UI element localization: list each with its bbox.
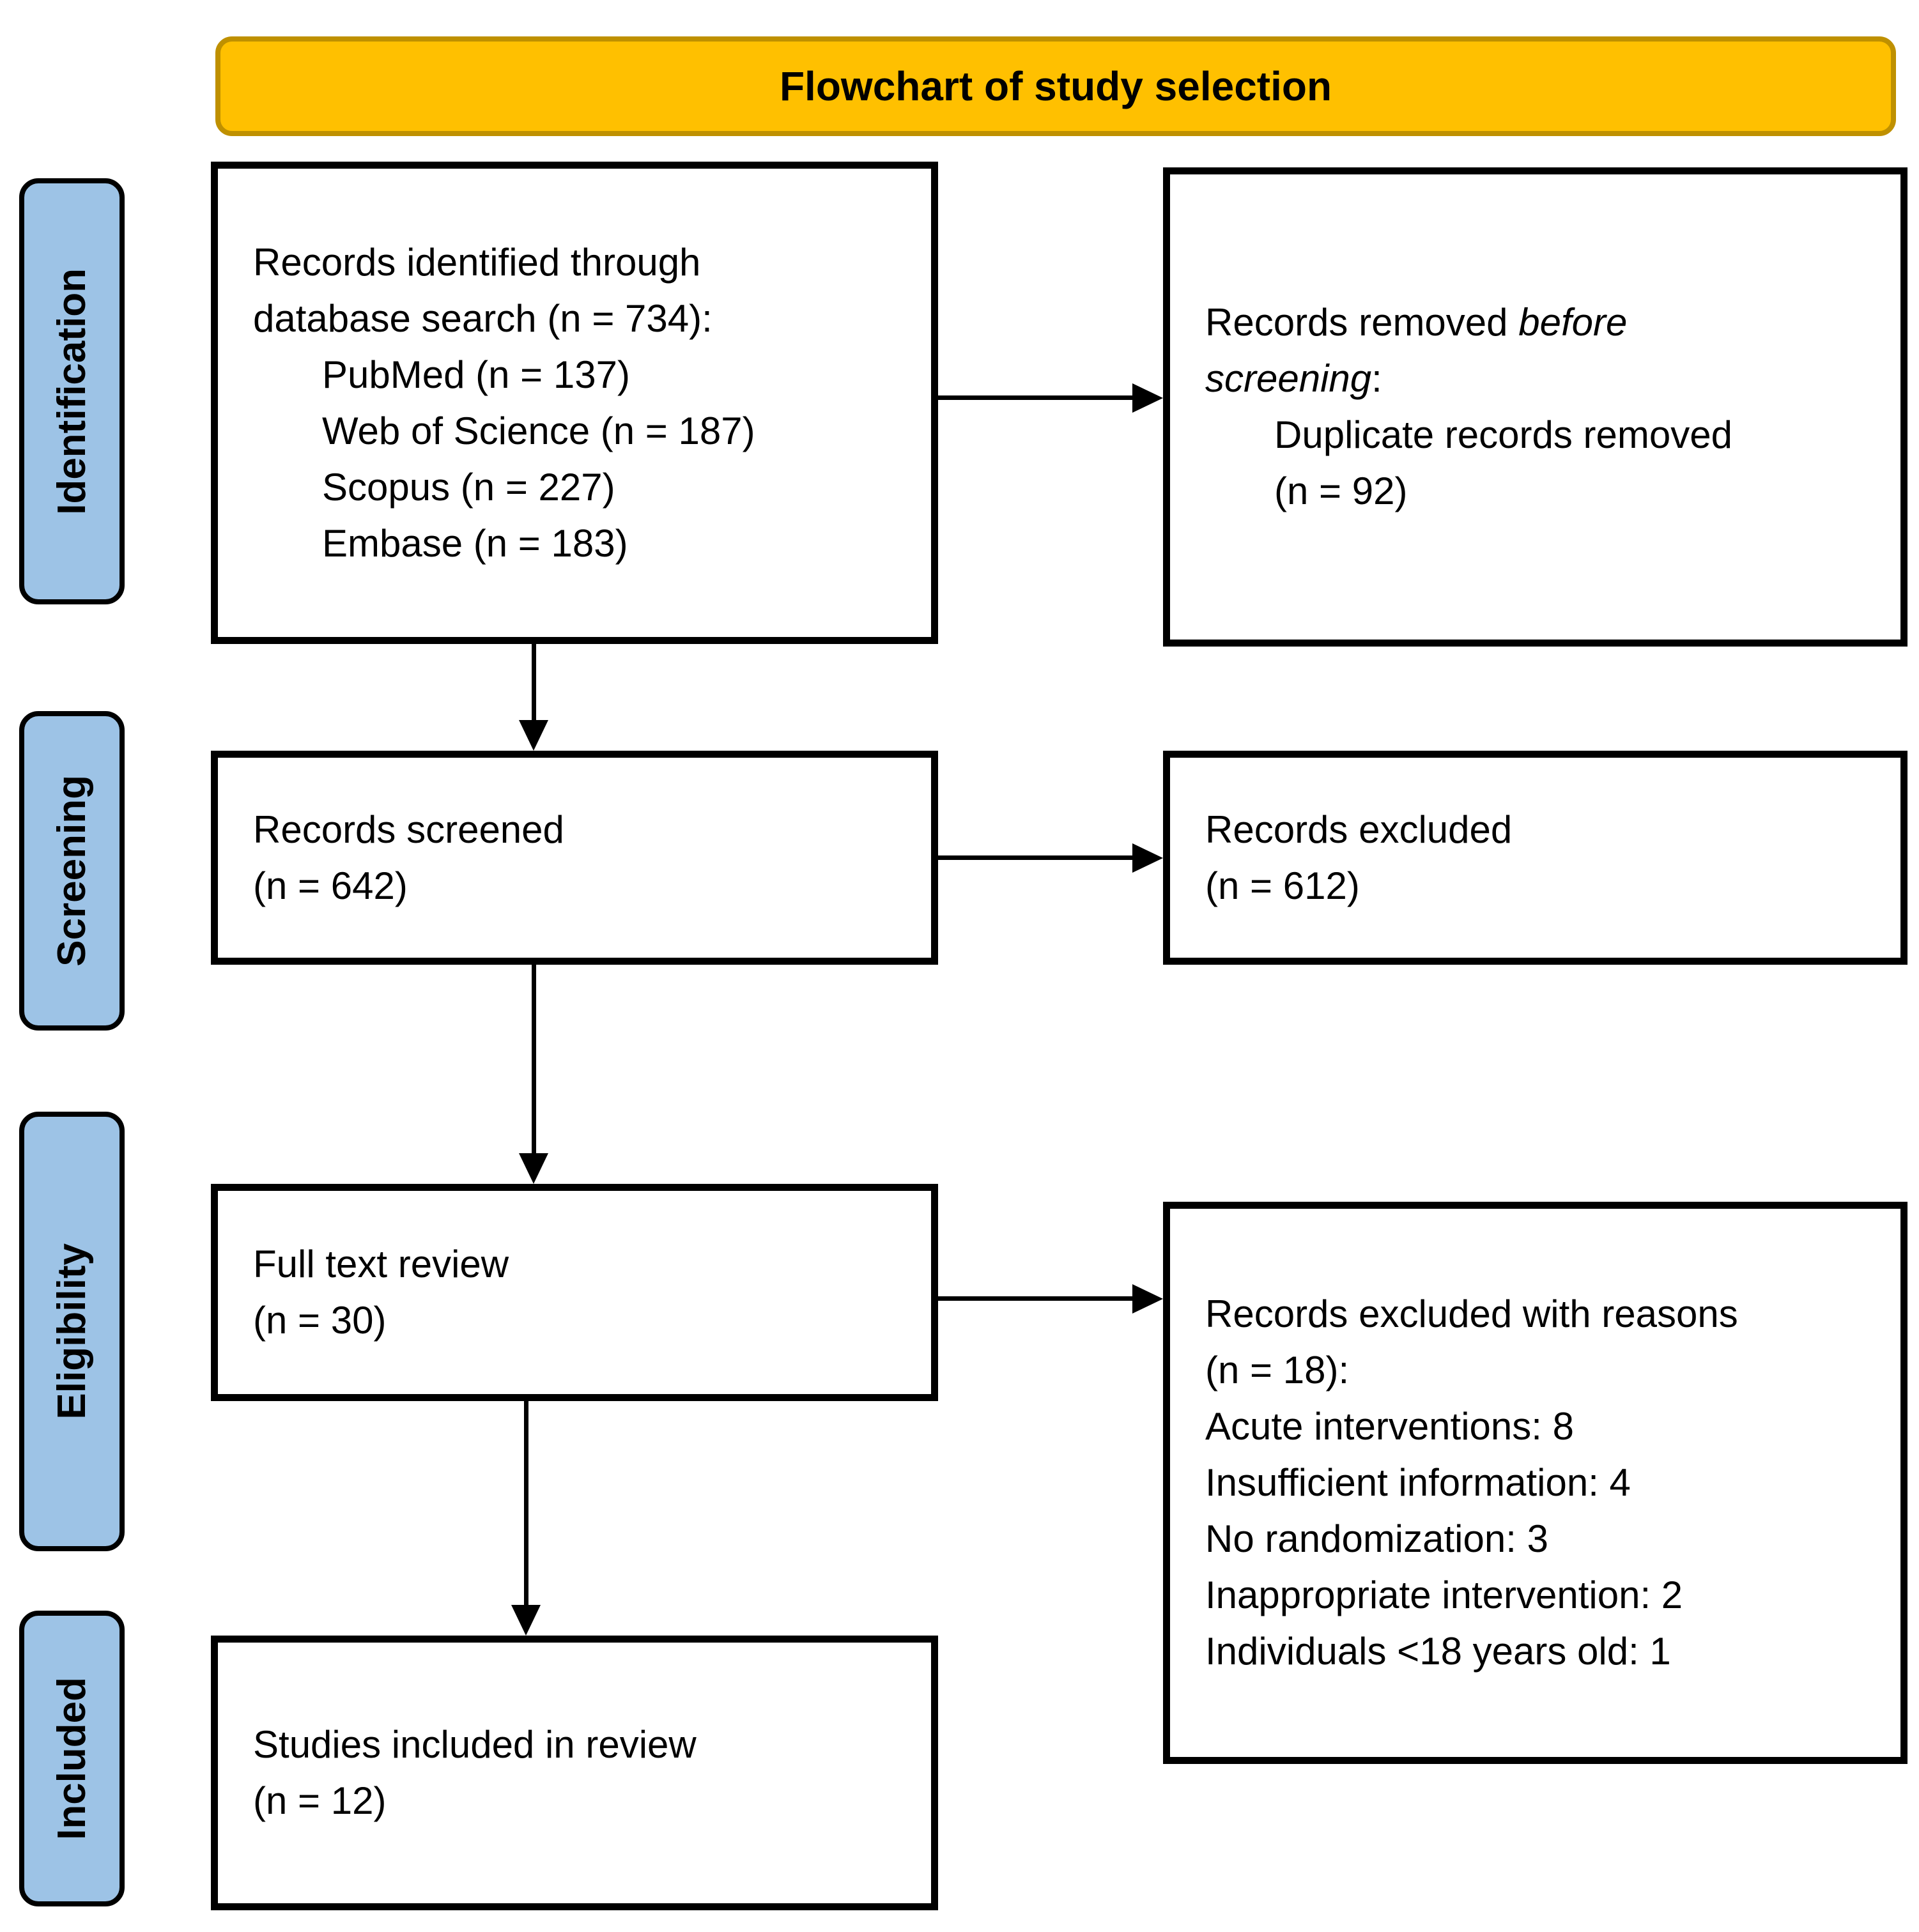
fulltext-review-line: Full text review <box>253 1243 509 1285</box>
arrow-fulltext-to-reasons-line <box>938 1296 1132 1301</box>
records-removed-line2: screening: <box>1205 351 1881 407</box>
arrow-fulltext-to-reasons-head <box>1132 1284 1163 1314</box>
arrow-identified-to-screened-line <box>532 644 536 722</box>
arrow-identified-to-removed-head <box>1132 383 1163 413</box>
page-title: Flowchart of study selection <box>779 63 1332 109</box>
stage-screening-label: Screening <box>50 775 94 967</box>
title-banner: Flowchart of study selection <box>215 36 1896 136</box>
box-records-screened: Records screened (n = 642) <box>211 751 938 965</box>
arrow-fulltext-to-included-head <box>511 1605 541 1636</box>
records-identified-scopus: Scopus (n = 227) <box>322 465 615 509</box>
stage-included-label: Included <box>50 1677 94 1840</box>
stage-eligibility-label: Eligibility <box>50 1243 94 1420</box>
records-identified-line: database search (n = 734): <box>253 296 713 340</box>
box-fulltext-review: Full text review (n = 30) <box>211 1184 938 1401</box>
arrow-screened-to-fulltext-line <box>532 965 536 1154</box>
arrow-identified-to-screened-head <box>519 720 548 751</box>
records-identified-line: Records identified through <box>253 240 701 284</box>
stage-screening: Screening <box>19 711 125 1031</box>
reason-insufficient: Insufficient information: 4 <box>1205 1461 1631 1504</box>
records-identified-wos: Web of Science (n = 187) <box>322 409 755 452</box>
reason-acute: Acute interventions: 8 <box>1205 1405 1575 1448</box>
box-excluded-reasons: Records excluded with reasons (n = 18): … <box>1163 1202 1907 1764</box>
arrow-screened-to-excluded-line <box>938 855 1132 860</box>
excluded-reasons-count: (n = 18): <box>1205 1349 1350 1392</box>
stage-identification: Identification <box>19 178 125 604</box>
excluded-reasons-title: Records excluded with reasons <box>1205 1292 1738 1335</box>
records-removed-text: Records removed <box>1205 301 1519 344</box>
box-records-removed: Records removed before screening: Duplic… <box>1163 167 1907 647</box>
records-screened-line: Records screened <box>253 808 564 851</box>
duplicates-removed-line: Duplicate records removed <box>1274 413 1732 456</box>
studies-included-line: Studies included in review <box>253 1723 697 1766</box>
arrow-fulltext-to-included-line <box>524 1401 528 1606</box>
arrow-screened-to-excluded-head <box>1132 843 1163 873</box>
reason-no-randomization: No randomization: 3 <box>1205 1517 1548 1560</box>
records-identified-pubmed: PubMed (n = 137) <box>322 353 630 396</box>
duplicates-removed-count: (n = 92) <box>1274 470 1408 512</box>
stage-eligibility: Eligibility <box>19 1112 125 1551</box>
box-records-identified: Records identified through database sear… <box>211 162 938 644</box>
arrow-identified-to-removed-line <box>938 395 1132 400</box>
records-removed-italic: before <box>1518 301 1628 344</box>
arrow-screened-to-fulltext-head <box>519 1153 548 1184</box>
records-excluded-line: Records excluded <box>1205 808 1513 851</box>
studies-included-count: (n = 12) <box>253 1779 387 1822</box>
reason-inappropriate: Inappropriate intervention: 2 <box>1205 1574 1683 1616</box>
box-studies-included: Studies included in review (n = 12) <box>211 1636 938 1910</box>
stage-identification-label: Identification <box>50 268 94 515</box>
records-identified-embase: Embase (n = 183) <box>322 521 628 565</box>
reason-under-18: Individuals <18 years old: 1 <box>1205 1630 1671 1673</box>
records-excluded-count: (n = 612) <box>1205 864 1360 907</box>
box-records-excluded: Records excluded (n = 612) <box>1163 751 1907 965</box>
stage-included: Included <box>19 1611 125 1906</box>
records-removed-colon: : <box>1371 357 1382 400</box>
fulltext-review-count: (n = 30) <box>253 1299 387 1342</box>
records-removed-italic: screening <box>1205 357 1372 400</box>
records-removed-line1: Records removed before <box>1205 295 1881 351</box>
records-screened-count: (n = 642) <box>253 864 408 907</box>
